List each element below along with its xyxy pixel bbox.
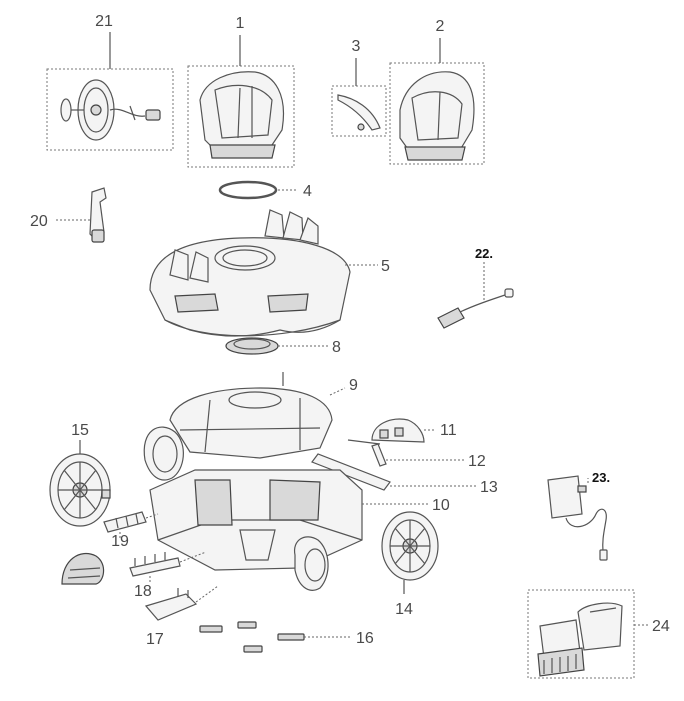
callout-10: 10 — [432, 497, 450, 514]
callout-21: 21 — [95, 13, 113, 30]
part-16-clips — [199, 621, 305, 653]
callout-13: 13 — [480, 479, 498, 496]
part-13-axle — [311, 453, 391, 491]
part-21-assembly — [46, 68, 174, 151]
callout-1: 1 — [236, 15, 245, 32]
part-1-box — [187, 65, 295, 168]
part-3-flap — [331, 85, 387, 137]
part-22-cable — [437, 288, 514, 329]
part-23-power-supply — [547, 475, 608, 561]
callout-16: 16 — [356, 630, 374, 647]
part-8-filter-disc — [225, 337, 279, 355]
part-21-box — [46, 68, 174, 151]
part-9-upper-chassis — [169, 372, 333, 459]
part-2-top-cover — [389, 62, 485, 165]
part-20-handle — [89, 187, 107, 243]
callout-2: 2 — [436, 18, 445, 35]
callout-15: 15 — [71, 422, 89, 439]
part-14-wheel — [381, 511, 439, 581]
leader-17-a — [195, 585, 219, 603]
part-weight-cone — [61, 553, 105, 585]
callout-3: 3 — [352, 38, 361, 55]
callout-9: 9 — [349, 377, 358, 394]
callout-23: 23. — [592, 470, 610, 485]
part-12-pin — [347, 439, 387, 467]
part-24-box — [527, 589, 635, 679]
callout-5: 5 — [381, 258, 390, 275]
part-5-body-shell — [149, 209, 351, 337]
callout-4: 4 — [303, 183, 312, 200]
part-11-side-cap — [371, 418, 425, 443]
part-19-grill — [103, 511, 147, 533]
part-17-skid — [144, 588, 198, 621]
callout-11: 11 — [440, 422, 457, 439]
part-15-wheel — [49, 453, 111, 527]
callout-8: 8 — [332, 339, 341, 356]
part-18-brush — [129, 552, 181, 577]
part-10-lower-chassis — [143, 426, 363, 591]
part-24-brush-set — [527, 589, 635, 679]
part-1-top-cover — [187, 65, 295, 168]
callout-22: 22. — [475, 246, 493, 261]
callout-14: 14 — [395, 601, 413, 618]
callout-19: 19 — [111, 533, 129, 550]
callout-12: 12 — [468, 453, 486, 470]
leader-9 — [329, 387, 346, 396]
callout-18: 18 — [134, 583, 152, 600]
part-2-box — [389, 62, 485, 165]
leader-18-a — [179, 551, 207, 563]
callout-24: 24 — [652, 618, 670, 635]
callout-17: 17 — [146, 631, 164, 648]
callout-20: 20 — [30, 213, 48, 230]
part-4-o-ring — [218, 180, 278, 200]
